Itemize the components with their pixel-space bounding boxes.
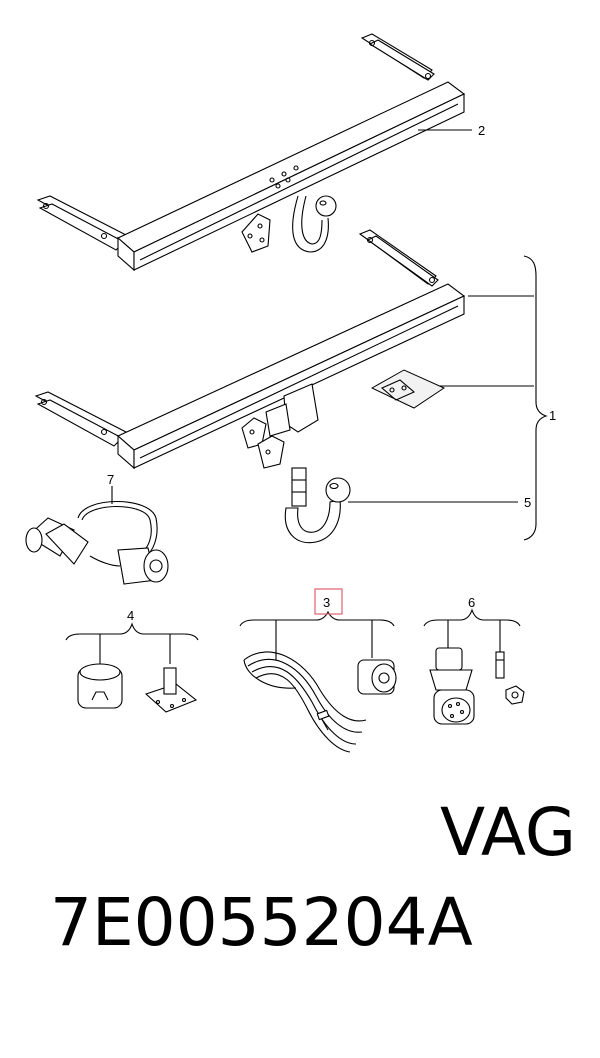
part-code: 7E0055204A: [49, 884, 473, 961]
part-number-caption: 7E0055204A VAG: [8, 788, 592, 961]
callout-6: 6: [468, 595, 475, 610]
callout-4: 4: [127, 608, 134, 623]
adapter-cable: [25, 486, 169, 585]
callout-3: 3: [323, 595, 330, 610]
hardware-bag: [370, 369, 446, 409]
socket-parts-group: [65, 622, 199, 713]
wiring-kit-group: [239, 610, 397, 753]
assembly-brace: [523, 255, 548, 541]
brand-name: VAG: [440, 794, 577, 871]
upper-crossbar: [36, 33, 466, 272]
callout-3-highlight-box: [314, 588, 343, 615]
towbar-exploded-diagram: 2: [25, 33, 556, 753]
callout-5: 5: [524, 495, 531, 510]
13-pin-socket-group: [423, 608, 525, 725]
callout-1: 1: [549, 408, 556, 423]
callout-7: 7: [107, 472, 114, 487]
lower-crossbar: [34, 229, 466, 544]
callout-2: 2: [478, 123, 485, 138]
